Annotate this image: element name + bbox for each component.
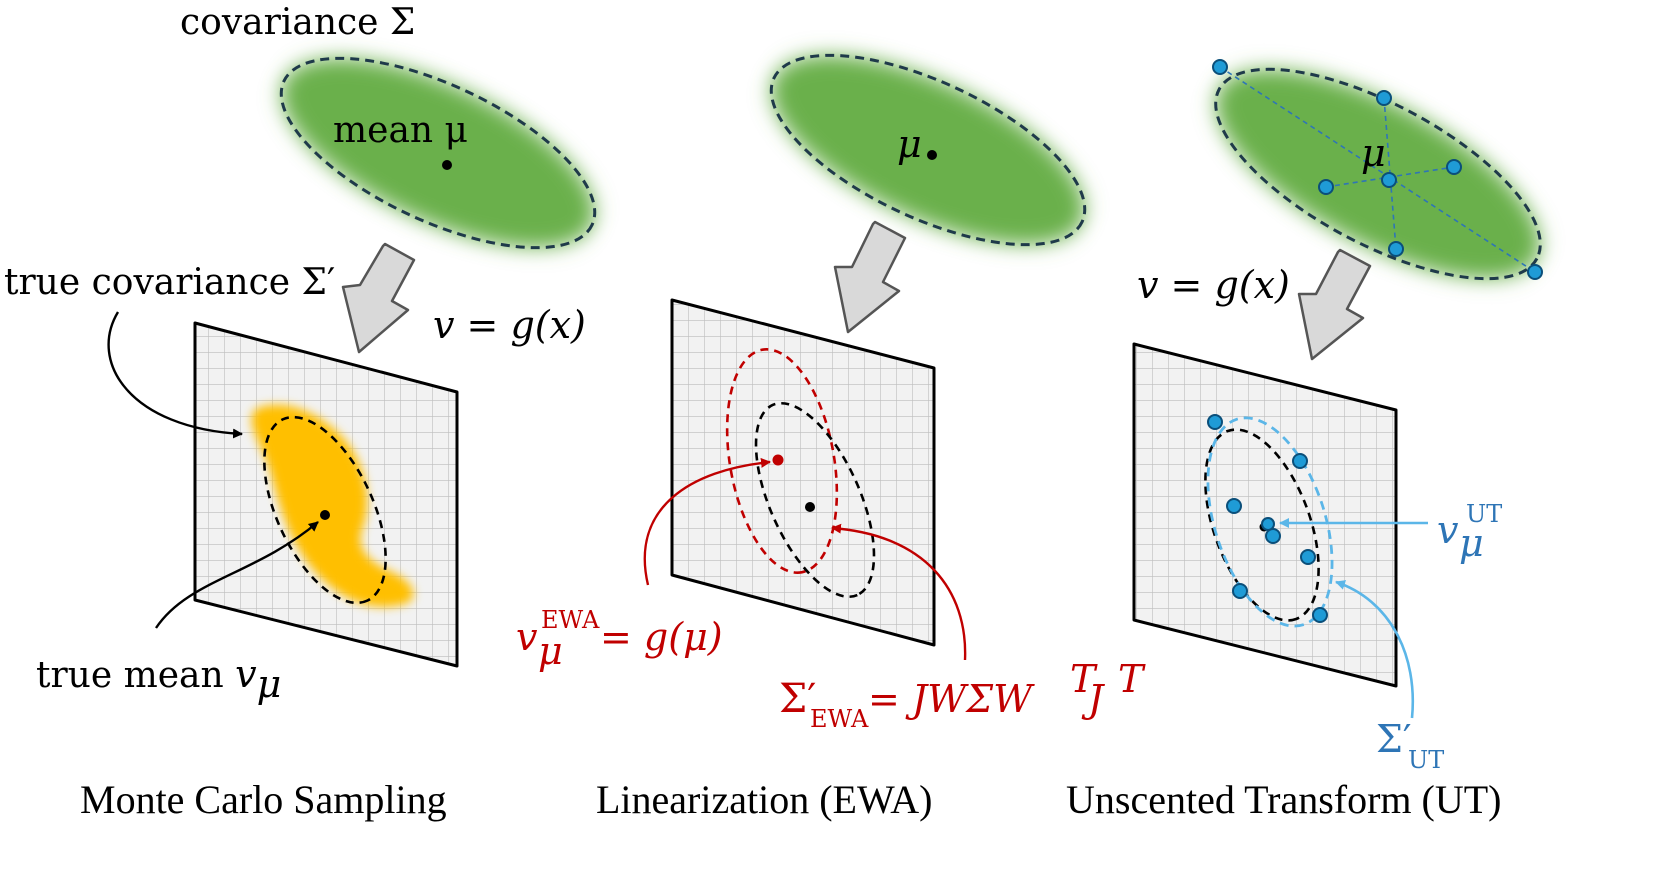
mapping-label-left: v = g(x) [433, 303, 586, 347]
image-plane-middle [670, 298, 936, 647]
mapping-arrow-middle [833, 220, 907, 334]
sigma-point [1381, 172, 1397, 188]
ewa-cov-base: Σ′ [779, 676, 816, 722]
ut-covariance-pointer [1335, 580, 1415, 719]
ut-mean-base: v [1437, 508, 1459, 552]
sigma-point [1292, 453, 1308, 469]
mc-true-covariance-ellipse [263, 415, 387, 605]
mapping-arrow-right [1297, 248, 1372, 361]
ewa-mean-base: v [516, 615, 538, 659]
sigma-point [1300, 549, 1316, 565]
ut-mean-label: v μ UT [1437, 500, 1502, 565]
sigma-point [1212, 59, 1228, 75]
mean-point-middle [927, 150, 937, 160]
mc-true-mean-point [320, 510, 330, 520]
sigma-point [1388, 241, 1404, 257]
mc-sample-cloud [251, 404, 414, 607]
ewa-mean-rhs: = g(μ) [600, 615, 723, 659]
mean-label-right: μ [1361, 131, 1386, 175]
ut-covariance-ellipse [1206, 416, 1334, 628]
covariance-label: covariance Σ [180, 2, 415, 43]
ewa-mean-point [772, 454, 784, 466]
ut-mean-sub: μ [1459, 521, 1484, 565]
ewa-cov-sup1: T [1070, 657, 1098, 701]
ut-cov-base: Σ′ [1376, 717, 1412, 761]
ewa-covariance-ellipse [725, 348, 839, 574]
true-mean-symbol: v [235, 652, 257, 696]
true-mean-subscript: μ [257, 662, 282, 706]
ewa-cov-sup2: T [1118, 657, 1146, 701]
ewa-mean-sub: μ [538, 629, 563, 673]
image-plane-right [1132, 342, 1398, 688]
ut-covariance-label: Σ′ UT [1376, 717, 1444, 774]
sigma-point [1232, 583, 1248, 599]
sigma-point [1207, 414, 1223, 430]
sigma-point [1312, 607, 1328, 623]
gaussian-left [279, 56, 597, 250]
caption-monte-carlo: Monte Carlo Sampling [80, 777, 447, 822]
mapping-label-right: v = g(x) [1137, 263, 1290, 307]
sigma-point [1265, 528, 1281, 544]
ewa-mean-pointer [643, 457, 771, 586]
ewa-mean-formula: v μ EWA = g(μ) [516, 606, 723, 673]
ewa-mean-sup: EWA [541, 606, 600, 634]
sigma-points-image [1207, 414, 1328, 623]
mean-label-middle: μ [897, 122, 922, 166]
mc-covariance-pointer [107, 311, 243, 439]
sigma-point [1376, 90, 1392, 106]
ewa-covariance-formula: Σ′ EWA = JWΣW T J T [779, 657, 1146, 733]
ewa-true-mean-point [805, 502, 815, 512]
true-mean-label: true mean vμ [36, 652, 281, 706]
ewa-true-covariance-ellipse [754, 401, 876, 599]
sigma-point [1226, 498, 1242, 514]
ewa-cov-sub: EWA [810, 705, 869, 733]
ut-mean-sup: UT [1466, 500, 1502, 528]
ewa-cov-rhs: = JWΣW [868, 677, 1035, 721]
caption-unscented: Unscented Transform (UT) [1066, 777, 1502, 822]
sigma-point [1318, 179, 1334, 195]
true-covariance-label: true covariance Σ′ [4, 262, 335, 303]
mc-mean-pointer [155, 521, 319, 629]
gaussian-middle [769, 53, 1087, 247]
sigma-point [1446, 159, 1462, 175]
caption-linearization: Linearization (EWA) [596, 777, 933, 822]
mean-label-left: mean μ [333, 110, 468, 151]
sigma-points-top [1212, 59, 1543, 280]
gaussian-right [1212, 59, 1543, 281]
true-mean-text: true mean [36, 655, 235, 696]
mapping-arrow-left [341, 242, 416, 354]
mean-point-left [442, 160, 452, 170]
ut-cov-sub: UT [1408, 746, 1444, 774]
sigma-point [1527, 264, 1543, 280]
ut-true-covariance-ellipse [1204, 428, 1320, 622]
ewa-covariance-pointer [831, 523, 967, 661]
